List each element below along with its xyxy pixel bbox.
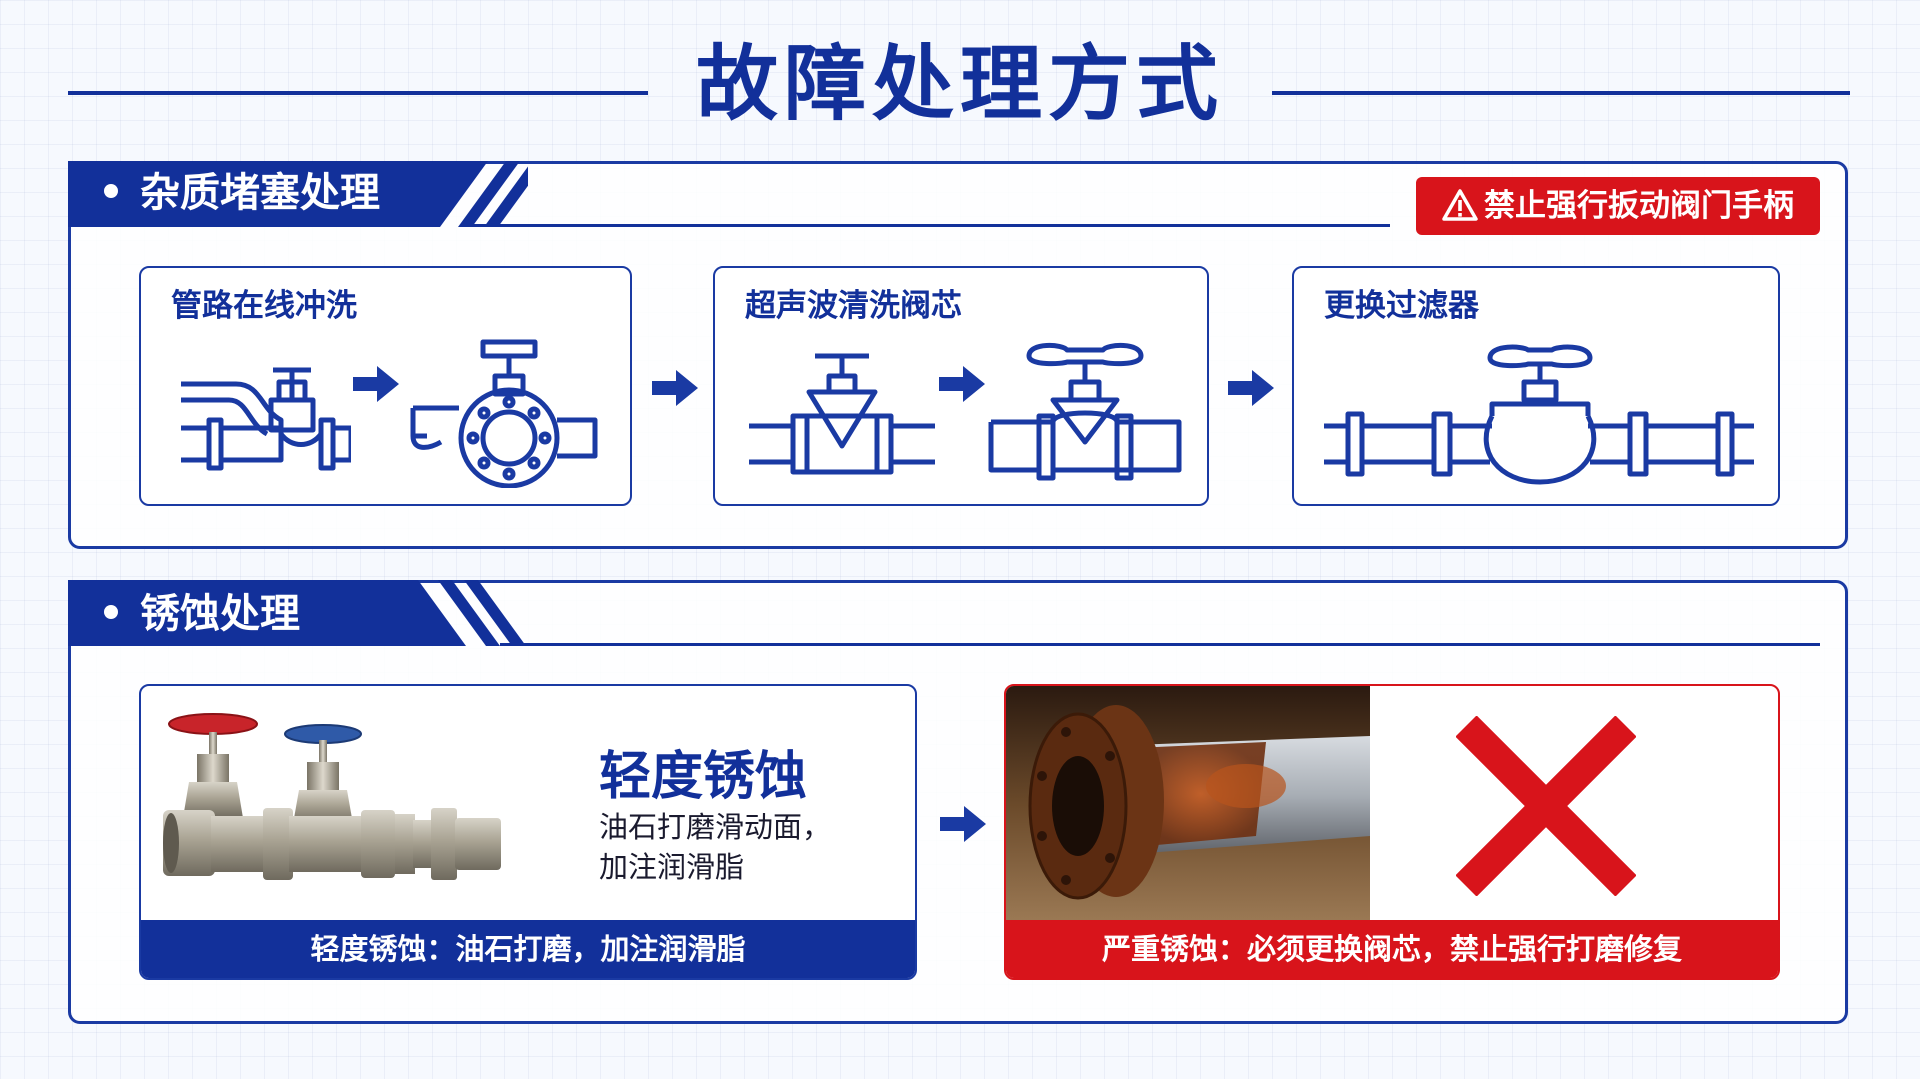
warning-icon <box>1442 188 1478 221</box>
arrow-right-icon <box>353 366 399 402</box>
arrow-right-icon <box>939 366 985 402</box>
flange-valve-icon <box>410 339 598 488</box>
section-rust-header-bg <box>68 580 526 646</box>
severe-corrosion-card: 严重锈蚀：必须更换阀芯，禁止强行打磨修复 <box>1004 684 1780 980</box>
title-line-right <box>1272 91 1850 95</box>
step-card-ultrasonic: 超声波清洗阀芯 <box>713 266 1209 506</box>
cross-icon <box>1456 716 1636 896</box>
warning-badge: 禁止强行扳动阀门手柄 <box>1416 177 1820 235</box>
globe-valve-icon <box>988 343 1182 481</box>
arrow-right-icon <box>940 806 986 842</box>
brass-valves-image <box>163 713 501 880</box>
rusted-pipe-image <box>1006 686 1370 924</box>
step-label-flush: 管路在线冲洗 <box>171 288 357 324</box>
mild-corrosion-line2: 加注润滑脂 <box>599 850 745 884</box>
step-card-flush: 管路在线冲洗 <box>139 266 632 506</box>
severe-corrosion-caption: 严重锈蚀：必须更换阀芯，禁止强行打磨修复 <box>1006 920 1778 978</box>
arrow-right-icon <box>652 370 698 406</box>
step-label-ultrasonic: 超声波清洗阀芯 <box>745 288 962 324</box>
section-clog-header-bg <box>68 161 528 227</box>
mild-corrosion-line1: 油石打磨滑动面， <box>599 810 832 844</box>
bullet-icon <box>104 184 118 198</box>
pipe-valve-icon <box>181 367 351 471</box>
page-title: 故障处理方式 <box>695 37 1224 132</box>
arrow-right-icon <box>1228 370 1274 406</box>
section-rust-header-line <box>500 643 1820 646</box>
mild-corrosion-card: 轻度锈蚀 油石打磨滑动面， 加注润滑脂 轻度锈蚀：油石打磨，加注润滑脂 <box>139 684 917 980</box>
section-clog-title: 杂质堵塞处理 <box>104 165 380 221</box>
mild-corrosion-caption: 轻度锈蚀：油石打磨，加注润滑脂 <box>141 920 915 978</box>
step-label-filter: 更换过滤器 <box>1324 288 1479 324</box>
filter-valve-icon <box>1324 344 1754 485</box>
title-line-left <box>68 91 648 95</box>
gate-valve-icon <box>749 353 935 475</box>
section-clog-header-line <box>470 224 1390 227</box>
section-rust-title: 锈蚀处理 <box>104 586 300 642</box>
mild-corrosion-heading: 轻度锈蚀 <box>599 747 808 807</box>
bullet-icon <box>104 605 118 619</box>
step-card-filter: 更换过滤器 <box>1292 266 1780 506</box>
